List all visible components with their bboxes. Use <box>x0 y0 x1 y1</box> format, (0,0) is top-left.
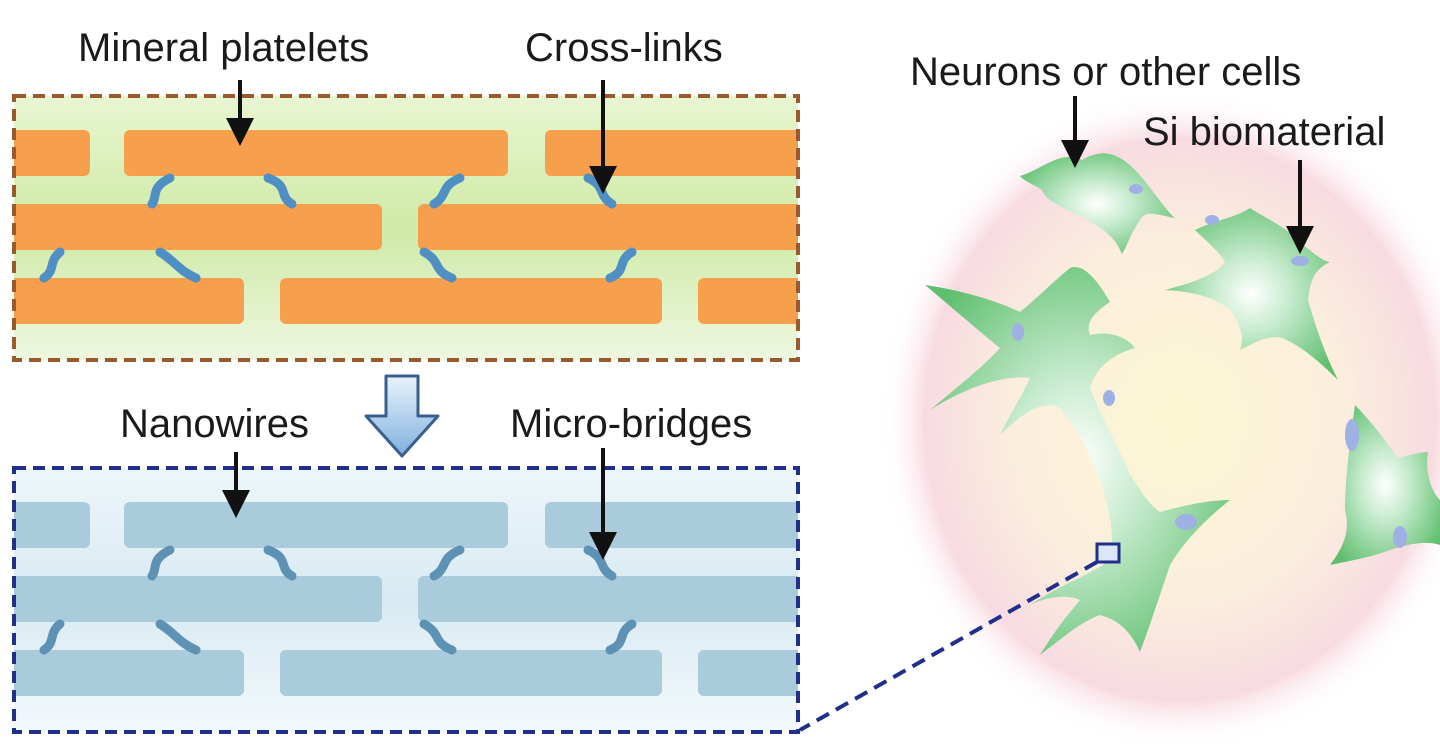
label-mineral-platelets: Mineral platelets <box>78 26 370 70</box>
nanowire-panel <box>12 466 800 734</box>
zoom-selection-box <box>1095 542 1121 564</box>
cell-4 <box>1330 405 1440 565</box>
label-micro-bridges: Micro-bridges <box>510 402 753 446</box>
mineral-frame <box>12 94 800 362</box>
label-neurons: Neurons or other cells <box>910 50 1302 94</box>
cell-2 <box>1165 208 1338 380</box>
si-particles <box>1012 184 1407 548</box>
nanowire-frame <box>12 466 800 734</box>
zoom-connector-line <box>799 560 1098 732</box>
cell-culture-scene <box>799 90 1440 750</box>
micro-bridge-strands <box>39 545 637 655</box>
cell-1 <box>1020 153 1175 254</box>
label-cross-links: Cross-links <box>525 26 723 70</box>
cross-link-strands <box>39 173 637 283</box>
nanowire-rods <box>14 502 798 696</box>
right-pointer-arrows <box>1061 96 1314 254</box>
cell-3 <box>925 267 1230 655</box>
label-si-biomaterial: Si biomaterial <box>1143 110 1386 154</box>
left-pointer-arrows <box>222 80 617 560</box>
mineral-platelets <box>14 130 798 324</box>
label-nanowires: Nanowires <box>120 402 309 446</box>
transform-arrow-icon <box>364 374 440 458</box>
mineral-panel <box>12 94 800 362</box>
